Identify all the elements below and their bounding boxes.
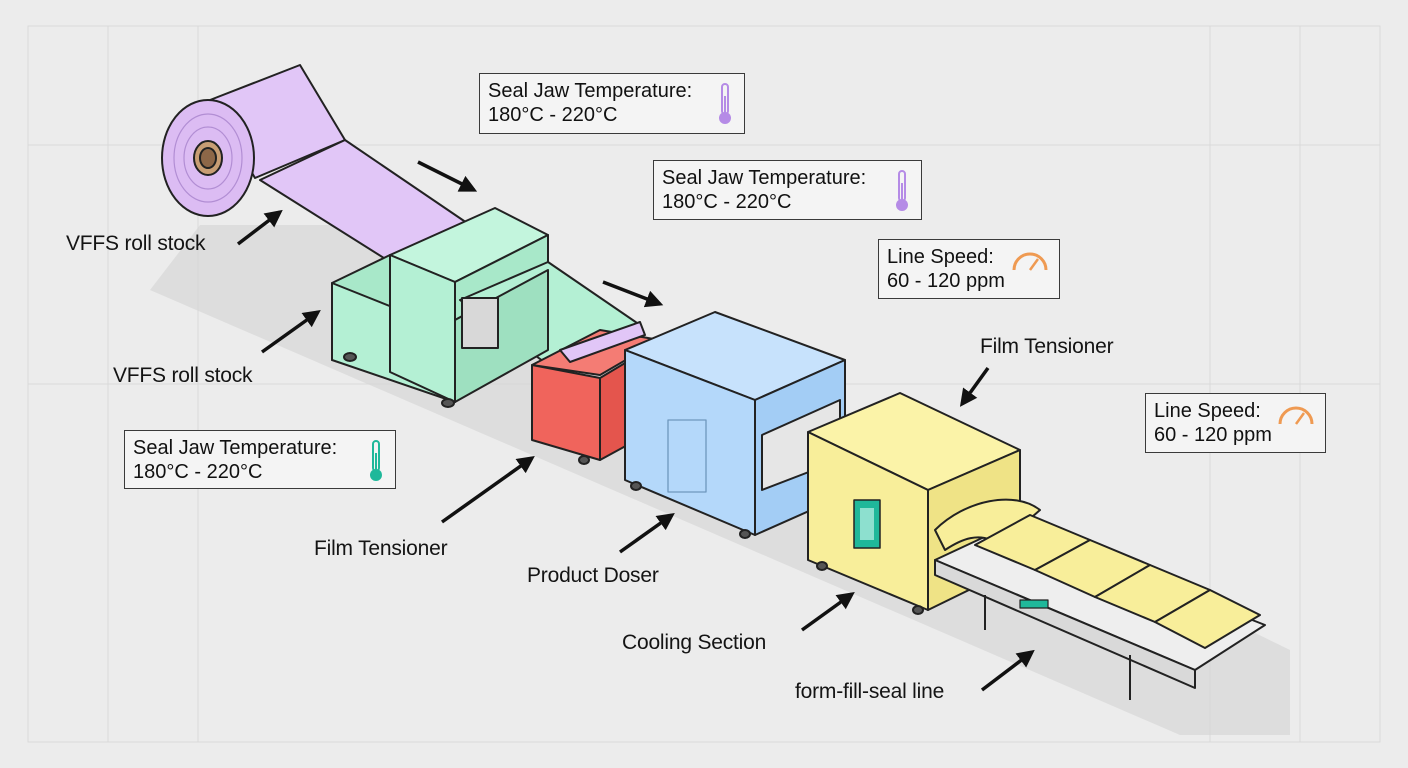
speedometer-icon [1012,252,1048,271]
callout-title: Seal Jaw Temperature: [488,80,693,102]
cooling-unit [807,392,1021,615]
label-product-doser: Product Doser [527,564,659,587]
callout-value: 180°C - 220°C [662,191,792,213]
label-cooling-section: Cooling Section [622,631,767,654]
arrow-flow-1 [417,160,478,192]
callout-seal-jaw-temp-2: Seal Jaw Temperature: 180°C - 220°C [653,160,922,220]
arrow-roll-stock-1 [236,209,283,246]
arrow-film-tensioner-1 [440,455,535,524]
arrow-flow-2 [602,280,664,308]
callout-line-speed-1: Line Speed: 60 - 120 ppm [878,239,1060,299]
pointer-arrows [236,160,1035,692]
thermometer-icon [719,83,731,124]
label-film-tensioner-2: Film Tensioner [980,335,1114,358]
arrow-roll-stock-2 [260,309,321,354]
callout-title: Line Speed: [1154,400,1261,422]
thermometer-icon [370,440,382,481]
arrow-line [980,649,1035,692]
label-roll-stock-2: VFFS roll stock [113,364,253,387]
conveyor [934,498,1266,700]
callout-title: Seal Jaw Temperature: [133,437,338,459]
callout-value: 180°C - 220°C [488,104,618,126]
label-roll-stock-1: VFFS roll stock [66,232,206,255]
speedometer-icon [1278,406,1314,425]
thermometer-icon [896,170,908,211]
callout-seal-jaw-temp-3: Seal Jaw Temperature: 180°C - 220°C [124,430,396,489]
label-film-tensioner-1: Film Tensioner [314,537,448,560]
callout-title: Seal Jaw Temperature: [662,167,867,189]
callout-value: 180°C - 220°C [133,461,263,483]
callout-value: 60 - 120 ppm [1154,424,1272,446]
arrow-product-doser [618,512,675,554]
arrow-cooling-section [800,591,855,632]
callout-value: 60 - 120 ppm [887,270,1005,292]
arrow-film-tensioner-2 [959,366,990,407]
label-line: form-fill-seal line [795,680,945,703]
callout-seal-jaw-temp-1: Seal Jaw Temperature: 180°C - 220°C [479,73,745,134]
callout-line-speed-2: Line Speed: 60 - 120 ppm [1145,393,1326,453]
callout-title: Line Speed: [887,246,994,268]
